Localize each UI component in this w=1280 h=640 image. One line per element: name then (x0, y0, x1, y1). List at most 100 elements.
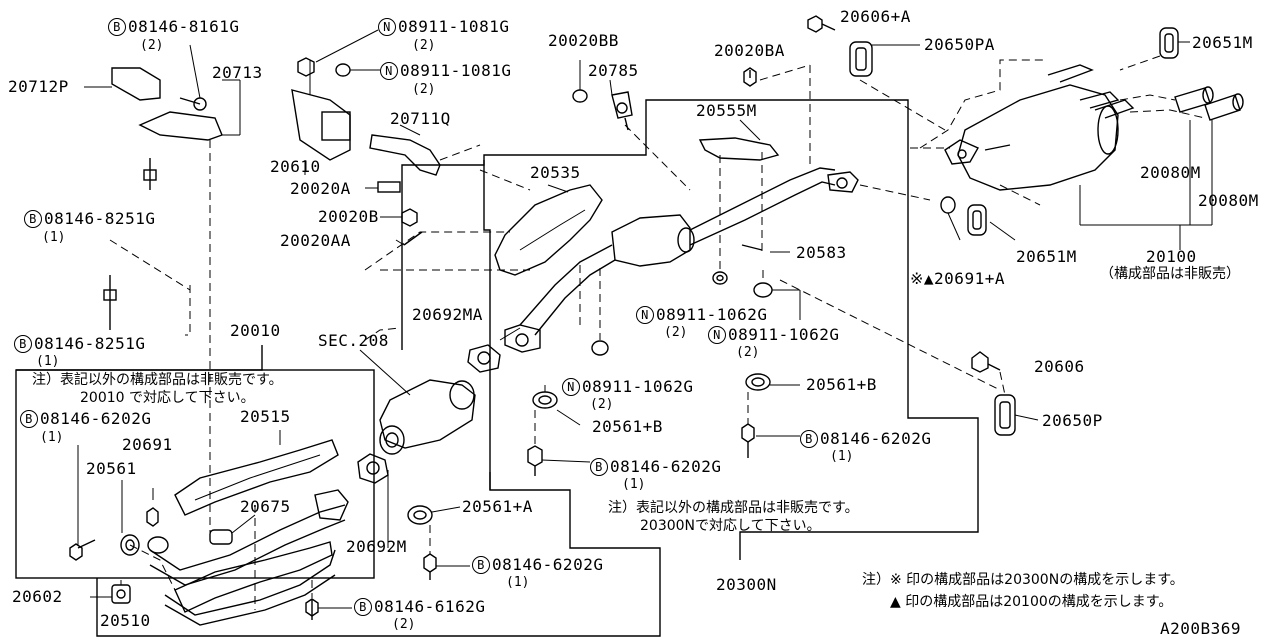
part-20561: 20561 (86, 459, 137, 478)
part-20691: 20691 (122, 435, 173, 454)
part-20561b-1: 20561+B (806, 375, 877, 394)
part-20650p: 20650P (1042, 411, 1103, 430)
flange-front (504, 324, 541, 353)
bracket-20713 (138, 111, 223, 141)
cover-20555m (698, 137, 780, 161)
part-20606a: 20606+A (840, 7, 911, 26)
fastener-qty: (2) (392, 617, 416, 632)
part-20010: 20010 (230, 321, 281, 340)
fastener-qty: (2) (140, 38, 164, 53)
heat-cover-20515 (174, 439, 339, 516)
part-20510: 20510 (100, 611, 151, 630)
part-20020b: 20020B (318, 207, 379, 226)
part-20100-note: （構成部品は非販売） (1100, 266, 1240, 282)
hanger-20785 (611, 91, 633, 119)
center-pipe-front (519, 244, 613, 326)
part-20692m: 20692M (346, 537, 407, 556)
part-20650pa: 20650PA (924, 35, 995, 54)
catalytic-converter (379, 379, 476, 449)
hanger-rubber-20650p (994, 394, 1016, 436)
part-20300n: 20300N (716, 575, 777, 594)
front-pipe-20010-upper (149, 504, 346, 571)
main-muffler-20100 (957, 84, 1119, 191)
part-20100: 20100 (1146, 247, 1197, 266)
flange-rear (827, 171, 859, 193)
part-20583: 20583 (796, 243, 847, 262)
gasket-20691 (146, 507, 159, 527)
part-20711q: 20711Q (390, 109, 451, 128)
part-20713: 20713 (212, 63, 263, 82)
heat-shield-20535 (494, 184, 603, 276)
tail-flange (944, 139, 979, 165)
center-pipe-rear (689, 167, 836, 231)
fastener-qty: (2) (664, 325, 688, 340)
part-20561a: 20561+A (462, 497, 533, 516)
group-box-20300N (483, 160, 491, 490)
bracket-20712p (111, 67, 161, 101)
left-note-line-2: 20010 で対応して下さい。 (80, 390, 255, 406)
fastener-qty: (2) (412, 82, 436, 97)
fastener-qty: (2) (736, 345, 760, 360)
part-20651m-mid: 20651M (1016, 247, 1077, 266)
part-20515: 20515 (240, 407, 291, 426)
fastener-qty: (2) (412, 38, 436, 53)
hanger-rubber-20651m-top (1159, 27, 1179, 59)
part-20020bb: 20020BB (548, 31, 619, 50)
fastener-qty: (1) (42, 230, 66, 245)
part-20675: 20675 (240, 497, 291, 516)
fastener-qty: (1) (36, 354, 60, 369)
part-20691a: ※▲20691+A (910, 269, 1005, 288)
part-20020aa: 20020AA (280, 231, 351, 250)
part-20080m-2: 20080M (1198, 191, 1259, 210)
part-20555m: 20555M (696, 101, 757, 120)
part-20785: 20785 (588, 61, 639, 80)
footer-note-line-1: 注）※ 印の構成部品は20300Nの構成を示します。 (862, 572, 1184, 588)
fastener-qty: (1) (830, 449, 854, 464)
hanger-rubber-20651m-mid (967, 204, 987, 236)
fastener-qty: (2) (590, 397, 614, 412)
hanger-rubber-20650pa (849, 41, 873, 77)
fastener-qty: (1) (40, 430, 64, 445)
part-20020a: 20020A (290, 179, 351, 198)
part-20610: 20610 (270, 157, 321, 176)
insulator-20610 (291, 89, 351, 161)
heat-cover-20510 (174, 541, 333, 613)
part-20080m-1: 20080M (1140, 163, 1201, 182)
front-pipe-20510 (164, 549, 336, 616)
fastener-qty: (1) (622, 477, 646, 492)
part-20606: 20606 (1034, 357, 1085, 376)
part-20020ba: 20020BA (714, 41, 785, 60)
group-box-20510 (96, 472, 661, 637)
left-note-line-1: 注）表記以外の構成部品は非販売です。 (32, 372, 283, 388)
bracket-20711q (369, 134, 441, 176)
part-20712p: 20712P (8, 77, 69, 96)
diagram-code: A200B369 (1160, 619, 1242, 638)
part-20561b-2: 20561+B (592, 417, 663, 436)
mid-note-line-1: 注）表記以外の構成部品は非販売です。 (608, 500, 859, 516)
group-box-20300N-top (401, 99, 979, 560)
mid-note-line-2: 20300Nで対応して下さい。 (640, 518, 821, 534)
part-20692ma: 20692MA (412, 305, 483, 324)
fastener-qty: (1) (506, 575, 530, 590)
part-20535: 20535 (530, 163, 581, 182)
part-20602: 20602 (12, 587, 63, 606)
footer-note-line-2: ▲ 印の構成部品は20100の構成を示します。 (890, 594, 1173, 610)
part-20651m-top: 20651M (1192, 33, 1253, 52)
section-ref-208: SEC.208 (318, 331, 389, 350)
gasket-20692m (357, 453, 389, 484)
